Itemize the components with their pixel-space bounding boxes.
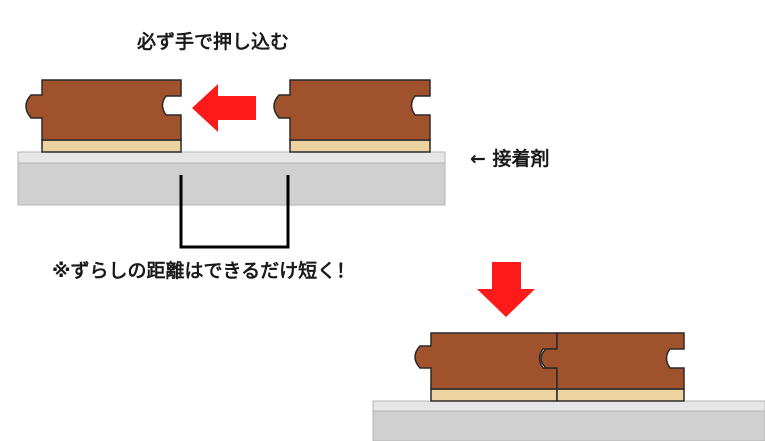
- board-backing-strip: [556, 388, 685, 402]
- down-arrow-icon: [477, 262, 535, 317]
- offset-distance-bracket: [179, 175, 290, 249]
- subfloor-top: [17, 162, 446, 206]
- board-body: [414, 332, 558, 390]
- joined-board-right: [540, 332, 685, 402]
- offset-distance-note: ※ずらしの距離はできるだけ短く！: [52, 260, 356, 282]
- floor-board-left: [25, 79, 182, 153]
- board-body: [25, 79, 182, 141]
- floor-board-right: [273, 79, 431, 153]
- adhesive-layer-top: [17, 151, 446, 164]
- adhesive-callout-label: ← 接着剤: [470, 148, 550, 170]
- board-body: [540, 332, 685, 390]
- board-backing-strip: [430, 388, 558, 402]
- left-arrow-icon: [192, 84, 256, 132]
- board-backing-strip: [41, 139, 182, 153]
- subfloor-bottom: [372, 410, 765, 441]
- push-instruction-label: 必ず手で押し込む: [137, 31, 290, 53]
- adhesive-layer-bottom: [372, 400, 765, 412]
- board-backing-strip: [289, 139, 431, 153]
- joined-board-left: [414, 332, 558, 402]
- board-body: [273, 79, 431, 141]
